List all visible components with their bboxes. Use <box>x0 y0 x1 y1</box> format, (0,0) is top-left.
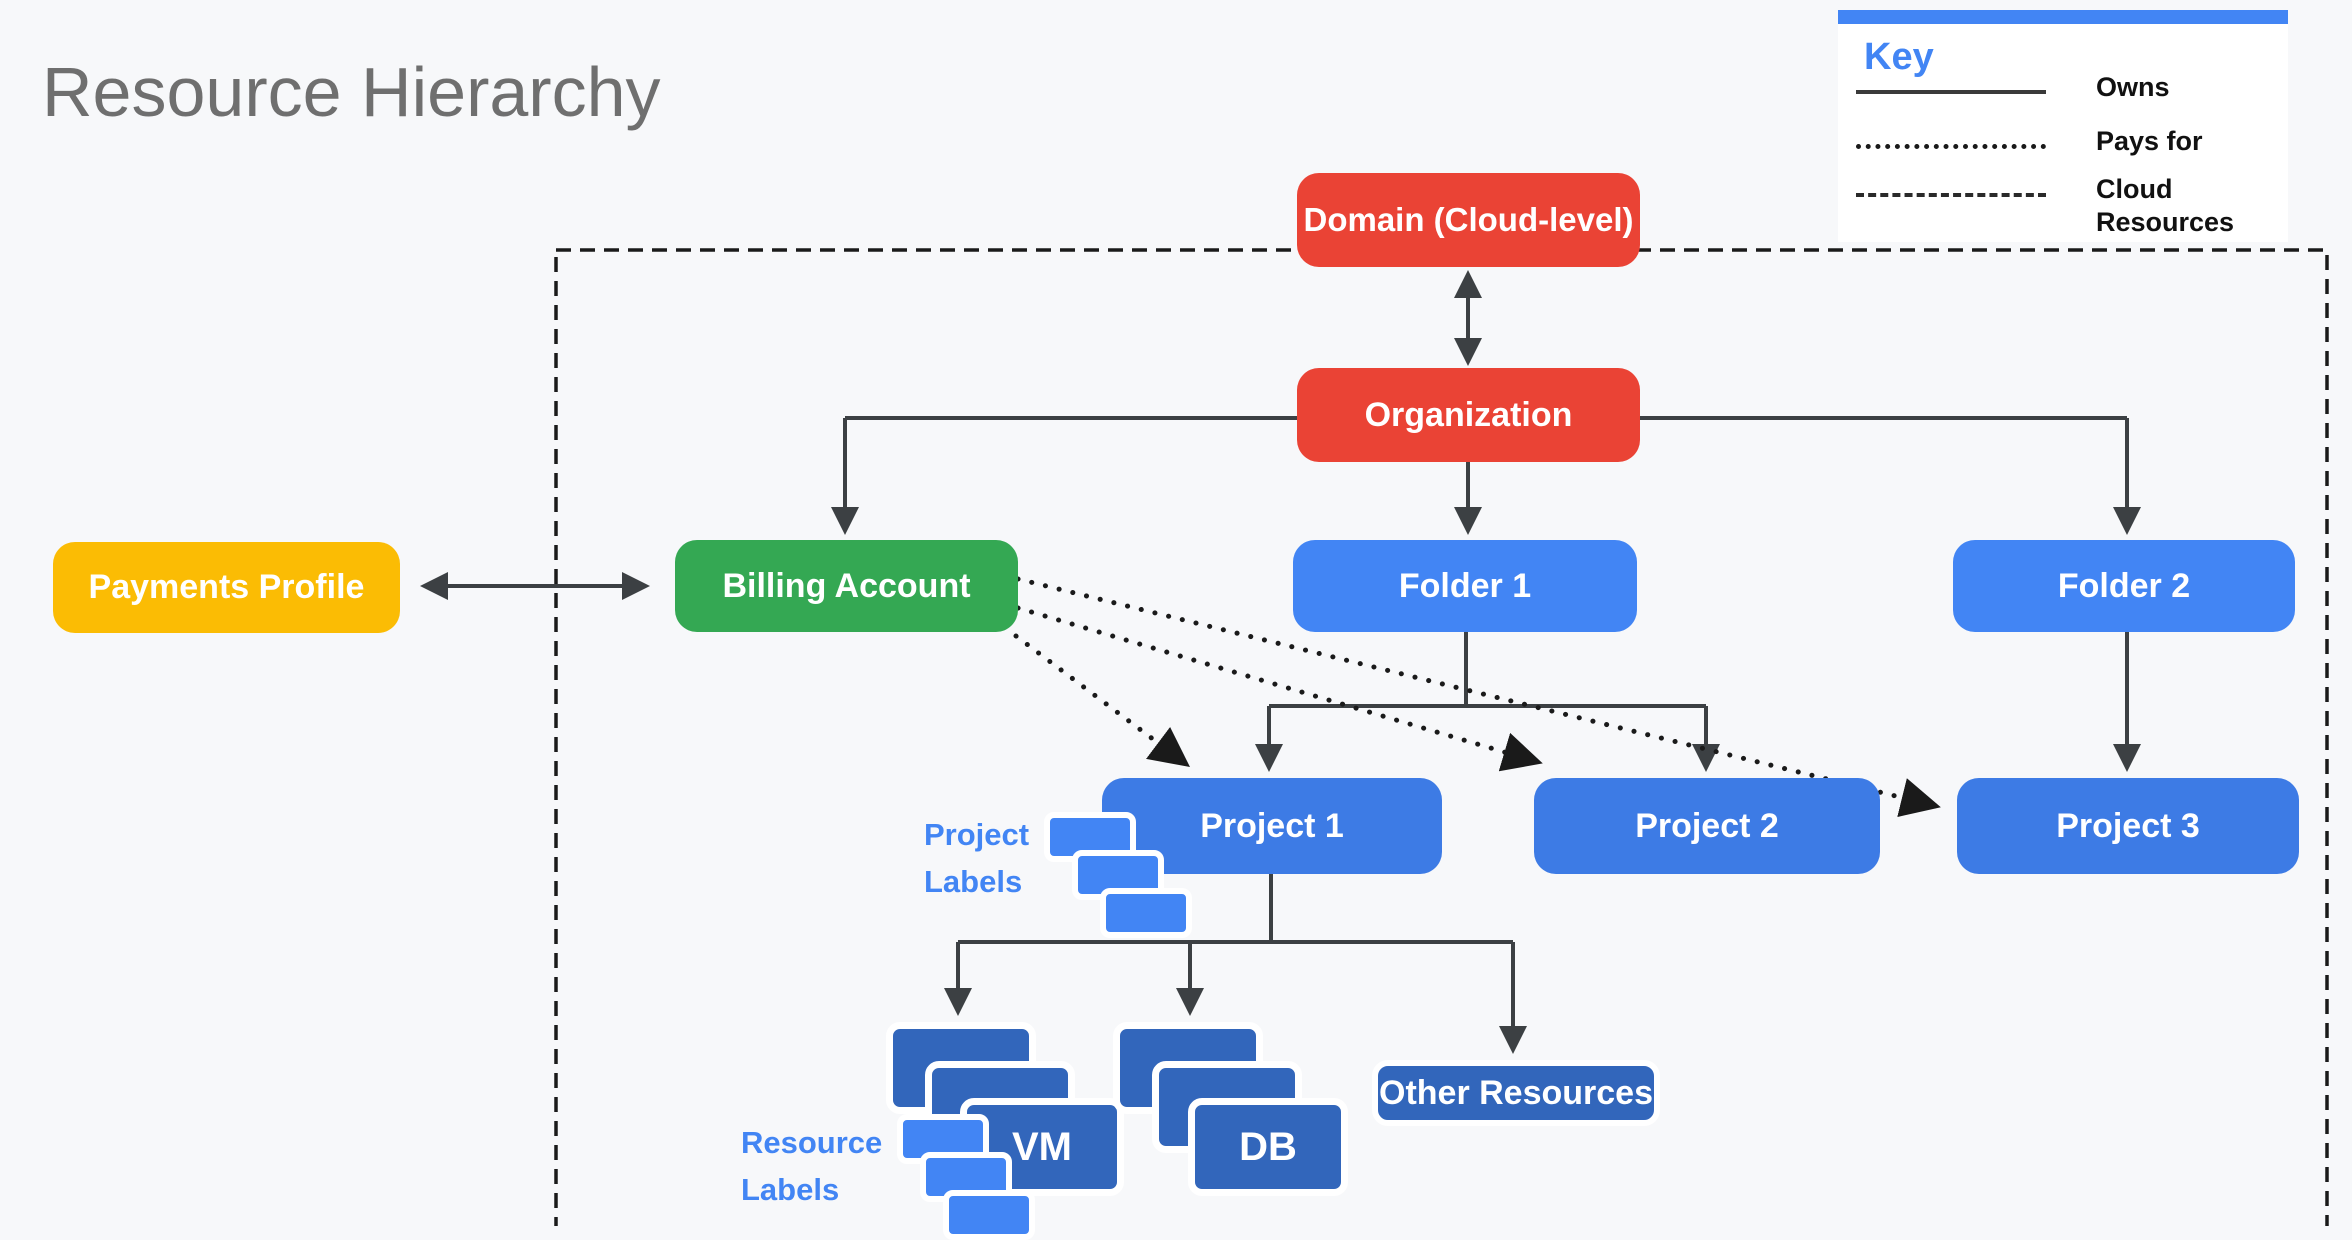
legend-title: Key <box>1864 36 1934 78</box>
node-project-3: Project 3 <box>1957 778 2299 874</box>
resource-labels-annotation: Resource Labels <box>741 1125 883 1207</box>
node-folder-2: Folder 2 <box>1953 540 2295 632</box>
node-folder-1: Folder 1 <box>1293 540 1637 632</box>
legend-cloud-resources-label: Cloud Resources <box>2096 174 2235 237</box>
legend-dotted-line-sample <box>1856 144 2046 149</box>
edge-billing-project2-dotted <box>1015 605 1543 772</box>
node-billing-account: Billing Account <box>675 540 1018 632</box>
node-other-resources-label: Other Resources <box>1379 1073 1653 1112</box>
node-payments-profile: Payments Profile <box>53 542 400 633</box>
node-organization-label: Organization <box>1364 395 1573 434</box>
node-domain: Domain (Cloud-level) <box>1297 173 1640 267</box>
node-db: DB <box>1188 1098 1348 1196</box>
node-domain-label: Domain (Cloud-level) <box>1303 201 1634 238</box>
project-label-card <box>1100 888 1192 938</box>
edge-billing-project1-dotted <box>1013 633 1190 768</box>
edge-folder1-rail <box>1269 632 1706 708</box>
node-other-resources: Other Resources <box>1372 1060 1660 1126</box>
node-project-2: Project 2 <box>1534 778 1880 874</box>
resource-label-card <box>943 1190 1035 1240</box>
edge-billing-project3-dotted <box>1015 576 1941 818</box>
legend-pays-for-label: Pays for <box>2096 126 2203 156</box>
node-organization: Organization <box>1297 368 1640 462</box>
legend-solid-line-sample <box>1856 90 2046 94</box>
project-labels-annotation: Project Labels <box>924 817 1030 899</box>
edge-project1-rail <box>958 874 1513 944</box>
node-payments-profile-label: Payments Profile <box>88 568 365 606</box>
legend: Key Owns Pays for Cloud Resources <box>1838 10 2288 242</box>
legend-top-bar <box>1838 10 2288 24</box>
legend-owns-label: Owns <box>2096 72 2170 102</box>
node-project-1-label: Project 1 <box>1200 806 1344 845</box>
node-project-2-label: Project 2 <box>1635 806 1779 845</box>
page-title: Resource Hierarchy <box>42 53 661 131</box>
node-db-label: DB <box>1239 1124 1297 1169</box>
node-project-3-label: Project 3 <box>2056 806 2200 845</box>
node-billing-account-label: Billing Account <box>722 566 971 605</box>
legend-dashed-line-sample <box>1856 193 2046 197</box>
node-folder-2-label: Folder 2 <box>2057 566 2191 605</box>
node-vm-label: VM <box>1012 1124 1072 1169</box>
node-folder-1-label: Folder 1 <box>1398 566 1532 605</box>
